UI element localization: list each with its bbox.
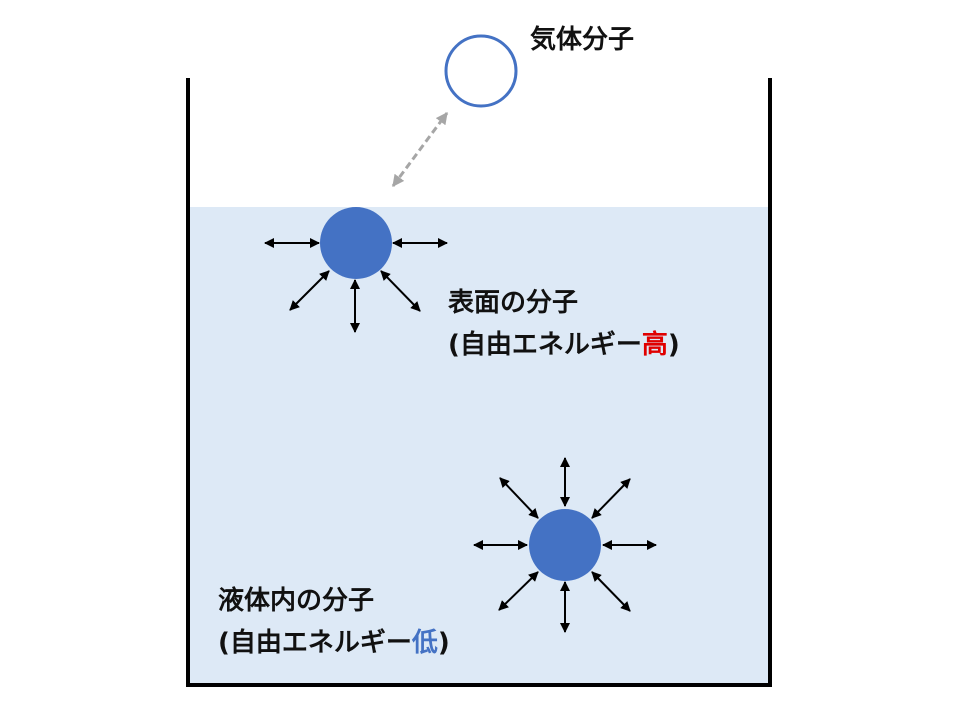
energy-low-word: 低: [411, 628, 438, 658]
arrow-up-right: [591, 478, 631, 519]
gas-label-text: 気体分子: [530, 25, 635, 55]
arrow-down-right: [380, 270, 421, 312]
interior-label-energy: (自由エネルギー低): [218, 622, 450, 664]
surface-label-energy: (自由エネルギー高): [448, 324, 680, 366]
arrow-down-left: [289, 270, 330, 311]
surface-force-arrows: [264, 238, 448, 333]
interior-energy-suffix: ): [437, 628, 450, 658]
interior-energy-prefix: (自由エネルギー: [218, 628, 412, 658]
surface-molecule-label: 表面の分子 (自由エネルギー高): [448, 282, 680, 366]
container-walls: [186, 78, 772, 687]
energy-high-word: 高: [641, 330, 668, 360]
gas-molecule: [444, 34, 518, 108]
liquid-region: [188, 207, 770, 685]
interior-label-title: 液体内の分子: [218, 586, 375, 616]
interior-force-arrows: [473, 457, 657, 633]
surface-energy-suffix: ): [667, 330, 680, 360]
surface-molecule: [320, 207, 392, 279]
arrow-down-left: [498, 571, 539, 611]
surface-energy-prefix: (自由エネルギー: [448, 330, 642, 360]
arrow-down-right: [591, 571, 631, 612]
evaporation-arrow: [391, 112, 449, 187]
gas-molecule-label: 気体分子: [530, 19, 634, 61]
surface-label-title: 表面の分子: [448, 288, 579, 318]
arrow-up-left: [499, 477, 539, 519]
interior-molecule: [529, 509, 601, 581]
interior-molecule-label: 液体内の分子 (自由エネルギー低): [218, 580, 450, 664]
